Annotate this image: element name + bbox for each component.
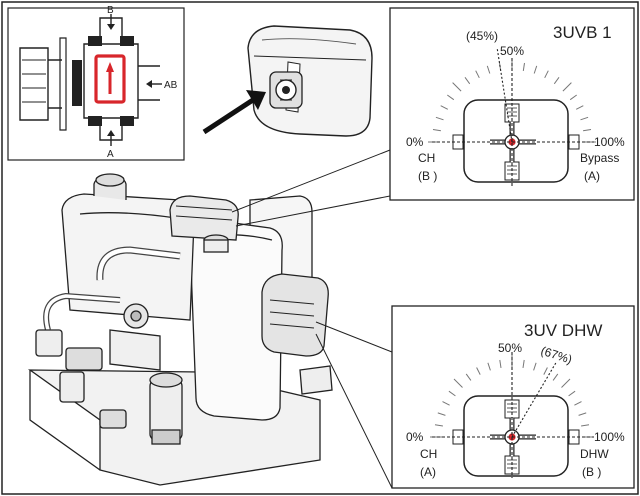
dial-upper-scale-tick (575, 105, 584, 110)
dial-lower-scale (430, 355, 594, 438)
inset-schematic: B AB A (7, 5, 185, 161)
dial-upper-scale-tick (464, 77, 471, 85)
dial-upper-scale-tick (452, 82, 462, 92)
dial-lower-scale-tick (442, 401, 450, 406)
dial-lower-scale-tick (533, 362, 537, 371)
dial-lower-left-name: CH (420, 447, 437, 461)
dial-lower-scale-tick (578, 412, 587, 416)
dial-upper-scale-tick (569, 94, 577, 101)
pointer-arrow (202, 95, 258, 135)
dial-lower-scale-tick (522, 359, 525, 368)
dial-lower-right-port: (B ) (582, 465, 601, 479)
port-label-top: B (107, 5, 114, 16)
leader-line-lower (315, 321, 393, 489)
dial-lower-scale-tick (552, 373, 559, 381)
dial-upper-scale-tick (553, 77, 560, 85)
dial-upper-scale-tick (562, 82, 572, 92)
dial-upper-mid-percent: 50% (500, 44, 524, 58)
dial-upper-scale-tick (475, 70, 480, 79)
dial-lower-setting-line (511, 361, 558, 438)
dial-lower-scale-tick (437, 412, 446, 416)
dial-lower-left-percent: 0% (406, 430, 424, 444)
dial-lower-scale-tick (568, 390, 576, 397)
dial-upper-scale-tick (486, 65, 491, 74)
dial-upper-scale-tick (544, 70, 549, 79)
dial-panel-lower: 3UV DHW 50% (67%) 0% 100% CH (A) DHW (B … (391, 305, 635, 489)
dial-lower-scale-tick (487, 362, 491, 371)
arrow-left-icon (146, 80, 152, 88)
dial-lower-scale-tick (434, 424, 443, 427)
dial-lower-scale-tick (561, 378, 571, 388)
dial-lower-scale-tick (476, 367, 481, 375)
dial-upper-scale-tick (432, 129, 441, 132)
dial-upper-left-name: CH (418, 151, 435, 165)
port-label-bottom: A (107, 149, 114, 160)
dial-upper-right-port: (A) (584, 169, 600, 183)
dial-lower-scale-tick (448, 390, 456, 397)
actuator-closeup (202, 25, 373, 137)
dial-upper-scale-tick (447, 94, 455, 101)
dial-lower-scale-tick (543, 367, 548, 375)
flow-path-highlight (94, 54, 126, 104)
dial-upper-setting-percent: (45%) (466, 29, 498, 43)
dial-upper-right-percent: 100% (594, 135, 625, 149)
dial-panel-upper: 3UVB 1 50% (45%) 0% 100% CH (B ) Bypass … (389, 7, 635, 201)
port-label-right: AB (164, 80, 178, 91)
dial-lower-scale-tick (499, 359, 502, 368)
arrow-head-icon (246, 90, 266, 110)
dial-upper-left-port: (B ) (418, 169, 437, 183)
boiler-unit-illustration (27, 173, 333, 486)
dial-lower-right-percent: 100% (594, 430, 625, 444)
arrow-up-icon (107, 130, 115, 136)
dial-lower-scale-tick (581, 424, 590, 427)
dial-upper-left-percent: 0% (406, 135, 424, 149)
dial-lower-title: 3UV DHW (524, 321, 602, 340)
dial-lower-scale-tick (574, 401, 582, 406)
dial-upper-right-name: Bypass (580, 151, 619, 165)
dial-upper-scale-tick (533, 65, 538, 74)
dial-lower-right-name: DHW (580, 447, 609, 461)
dial-upper-scale-tick (435, 116, 444, 121)
arrow-down-icon (107, 24, 115, 30)
leader-line-upper (231, 149, 391, 227)
dial-upper-scale-tick (522, 62, 525, 71)
dial-upper-scale-tick (583, 129, 592, 132)
dial-lower-mid-percent: 50% (498, 341, 522, 355)
dial-upper-title: 3UVB 1 (553, 23, 612, 42)
dial-upper-scale-tick (440, 105, 449, 110)
dial-upper-scale-tick (580, 116, 589, 121)
dial-lower-scale-tick (453, 378, 463, 388)
dial-lower-scale-tick (465, 373, 472, 381)
dial-lower-left-port: (A) (420, 465, 436, 479)
